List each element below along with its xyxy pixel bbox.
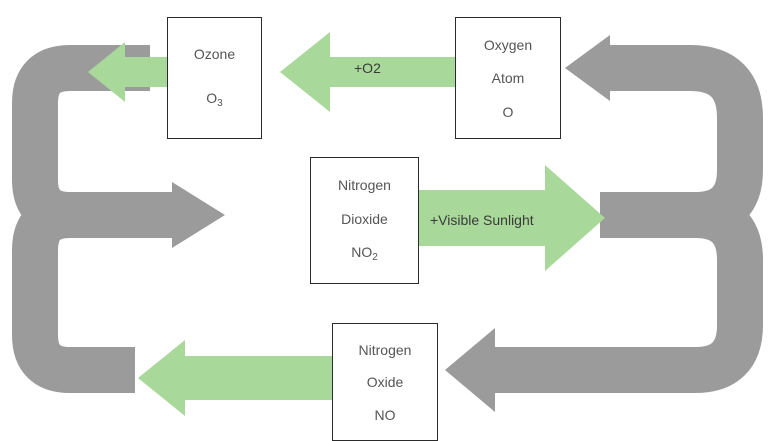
green-arrow-visible-sunlight-head (545, 165, 605, 271)
cycle-arrow-into-no2 (172, 182, 225, 248)
nitrogen-dioxide-box: Nitrogen Dioxide NO2 (310, 157, 419, 284)
oxygen-atom-formula: O (502, 103, 514, 120)
cycle-path-right-lower (495, 192, 763, 393)
plus-o2-label: +O2 (354, 60, 381, 76)
cycle-arrow-into-oxygen-atom (565, 35, 610, 101)
nitrogen-dioxide-formula: NO2 (351, 244, 378, 264)
cycle-arrow-into-no (445, 328, 495, 412)
cycle-path-left-lower (12, 192, 135, 393)
nitrogen-oxide-box: Nitrogen Oxide NO (332, 323, 438, 441)
nitrogen-oxide-name-1: Nitrogen (358, 341, 412, 358)
nitrogen-dioxide-name-2: Dioxide (341, 210, 388, 227)
cycle-path-left (12, 45, 175, 238)
green-arrow-out-no-head (138, 340, 185, 416)
oxygen-atom-name-2: Atom (491, 70, 525, 86)
nitrogen-oxide-name-2: Oxide (366, 374, 404, 390)
cycle-path-right-upper (600, 45, 763, 238)
ozone-name: Ozone (193, 46, 236, 63)
ozone-formula: O3 (206, 89, 223, 109)
nitrogen-dioxide-name-1: Nitrogen (338, 176, 391, 193)
green-arrow-out-ozone-head (88, 42, 125, 102)
oxygen-atom-box: Oxygen Atom O (455, 17, 561, 139)
ozone-box: Ozone O3 (167, 17, 262, 139)
green-arrow-to-ozone-head (280, 32, 330, 112)
nitrogen-oxide-formula: NO (374, 406, 396, 423)
oxygen-atom-name-1: Oxygen (483, 36, 533, 53)
visible-sunlight-label: +Visible Sunlight (430, 212, 534, 228)
